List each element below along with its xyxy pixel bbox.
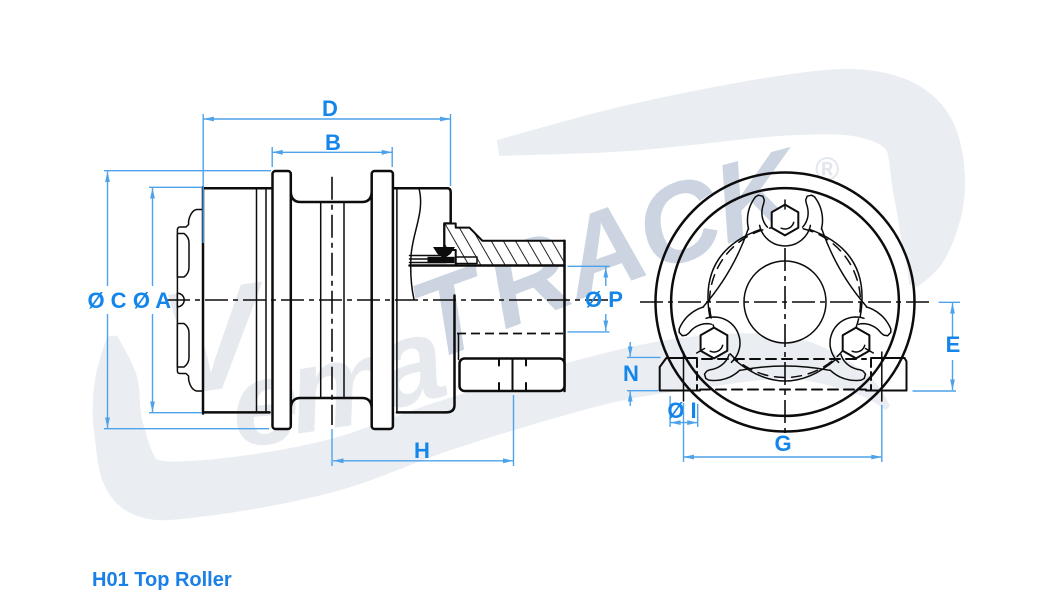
svg-text:H: H bbox=[414, 438, 430, 463]
svg-text:G: G bbox=[774, 431, 791, 456]
svg-text:N: N bbox=[623, 361, 639, 386]
svg-text:H01 Top Roller: H01 Top Roller bbox=[92, 569, 232, 591]
svg-text:B: B bbox=[325, 130, 341, 155]
svg-text:®: ® bbox=[815, 150, 839, 187]
svg-text:E: E bbox=[946, 332, 961, 357]
svg-text:D: D bbox=[322, 96, 338, 121]
svg-text:Ø A: Ø A bbox=[133, 288, 171, 313]
svg-text:Ø I: Ø I bbox=[667, 398, 696, 423]
svg-text:Ø P: Ø P bbox=[585, 287, 623, 312]
svg-text:Ø C: Ø C bbox=[87, 288, 126, 313]
